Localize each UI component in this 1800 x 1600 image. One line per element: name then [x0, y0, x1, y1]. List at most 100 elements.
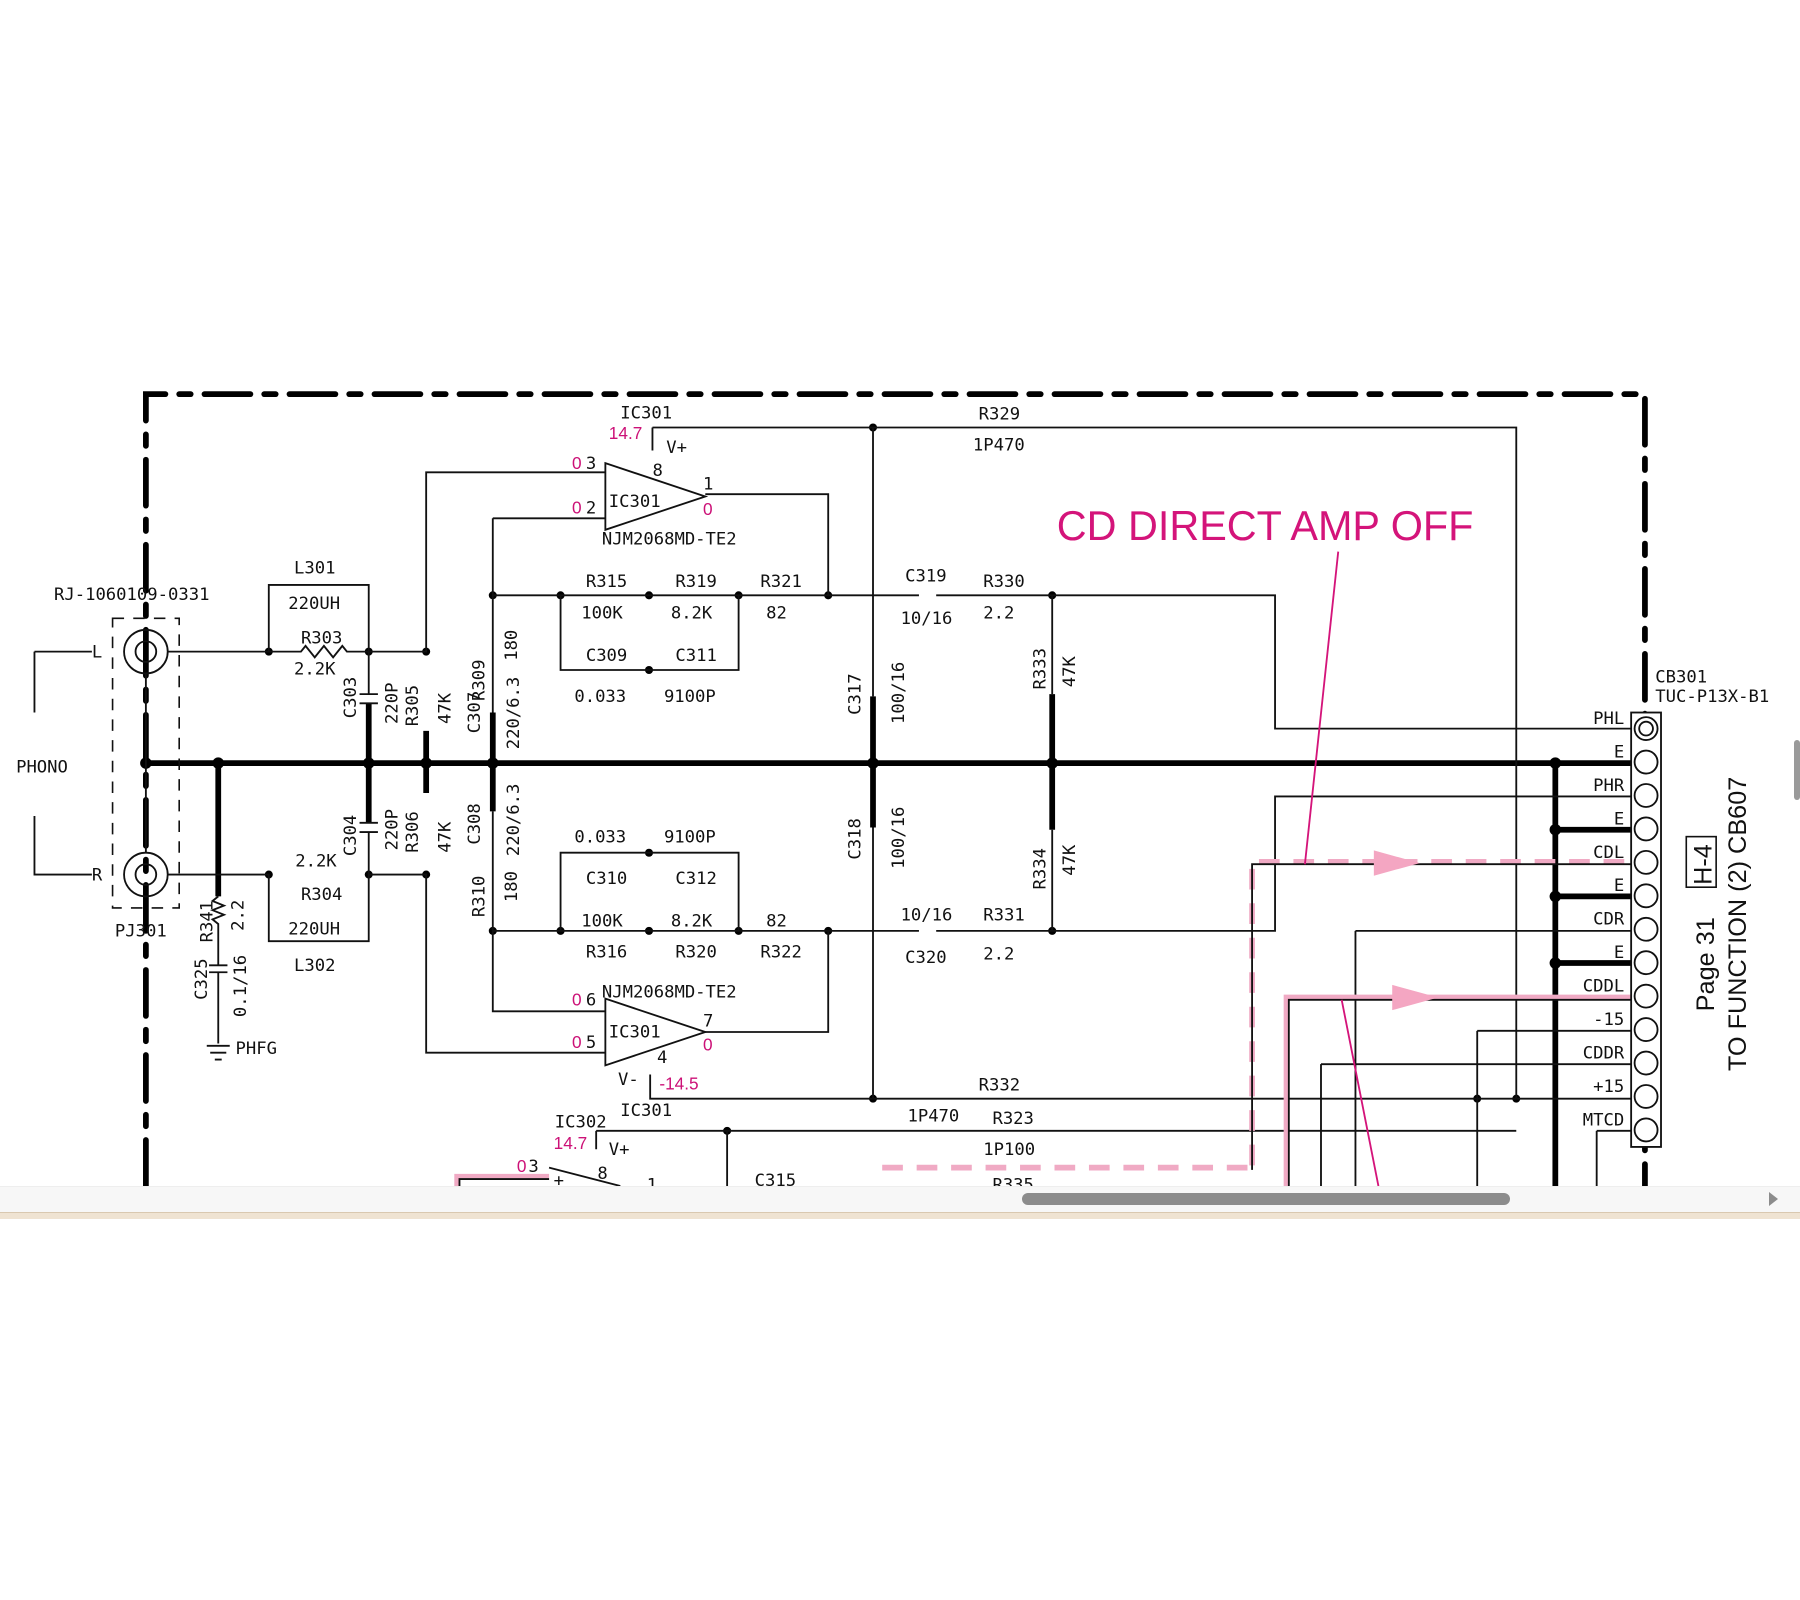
grid-ref: H-4 — [1690, 844, 1718, 885]
signal-arrows — [1373, 850, 1439, 1011]
connector-ref: CB301 — [1655, 668, 1707, 688]
r332-value: 1P470 — [907, 1107, 959, 1127]
opamp-top-supply-v: 14.7 — [609, 423, 643, 443]
c319-value: 10/16 — [901, 609, 953, 629]
c317-value: 100/16 — [889, 662, 909, 724]
ic302-vplus-label: V+ — [609, 1140, 630, 1160]
opamp-bottom-vout: 0 — [703, 1034, 713, 1054]
jack-part: RJ-1060109-0331 — [54, 585, 209, 605]
opamp-bottom-supply-ref: IC301 — [620, 1101, 672, 1121]
annotation-leader — [1304, 551, 1340, 865]
ic302-pin1: 1 — [647, 1176, 657, 1186]
r323-value: 1P100 — [983, 1140, 1035, 1160]
ic302-v3: 0 — [517, 1156, 527, 1176]
phono-label: PHONO — [16, 757, 68, 777]
r334-value: 47K — [1060, 844, 1080, 876]
opamp-bottom-part: NJM2068MD-TE2 — [602, 983, 737, 1003]
connector-pin-label: -15 — [1593, 1010, 1624, 1030]
l301-value: 220UH — [288, 594, 340, 614]
opamp-top-vplus-label: V+ — [666, 438, 687, 458]
r319-ref: R319 — [675, 572, 716, 592]
r322-ref: R322 — [760, 942, 801, 962]
ground-label: PHFG — [235, 1039, 276, 1059]
connector-pin: E — [1614, 742, 1659, 775]
r310-value: 180 — [502, 871, 522, 902]
grid-ref-box — [1685, 835, 1717, 889]
r315-ref: R315 — [586, 572, 627, 592]
pin-circle-icon — [1638, 720, 1654, 737]
pin-circle-icon — [1633, 816, 1659, 842]
l301-ref: L301 — [294, 558, 335, 578]
jack-r-label: R — [92, 865, 103, 885]
opamp-top-v2: 0 — [572, 498, 582, 518]
opamp-bottom-pin6: 6 — [586, 991, 596, 1011]
c310-ref: C310 — [586, 869, 627, 889]
c320-ref: C320 — [905, 948, 946, 968]
r303-value: 2.2K — [294, 660, 336, 680]
r341-value: 2.2 — [229, 900, 249, 931]
r321-value: 82 — [766, 603, 787, 623]
r316-ref: R316 — [586, 942, 627, 962]
r309-value: 180 — [502, 630, 522, 661]
r310-ref: R310 — [470, 876, 490, 917]
c309-ref: C309 — [586, 646, 627, 666]
ic302-supply-v: 14.7 — [554, 1133, 588, 1153]
opamp-bottom-pin4: 4 — [657, 1048, 667, 1068]
pin-circle-icon — [1633, 1050, 1659, 1076]
r303-ref: R303 — [301, 629, 342, 649]
c304-value: 220P — [382, 809, 402, 850]
r321-ref: R321 — [760, 572, 801, 592]
ic302-pin8: 8 — [597, 1164, 607, 1184]
pin-circle-icon — [1633, 916, 1659, 942]
r329-ref: R329 — [979, 404, 1020, 424]
horizontal-scrollbar-thumb[interactable] — [1022, 1193, 1510, 1205]
opamp-bottom-supply-v: -14.5 — [659, 1073, 698, 1093]
c318-ref: C318 — [845, 818, 865, 859]
vertical-scrollbar-thumb[interactable] — [1794, 740, 1800, 800]
opamp-top-v3: 0 — [572, 453, 582, 473]
jack-outline — [111, 617, 180, 909]
r304-ref: R304 — [301, 885, 342, 905]
viewer-bottom-border — [0, 1212, 1800, 1219]
opamp-top-pin3: 3 — [586, 454, 596, 474]
r332-ref: R332 — [979, 1076, 1020, 1096]
connector-pin-label: PHL — [1593, 709, 1624, 729]
c304-ref: C304 — [341, 815, 361, 856]
c311-value: 9100P — [664, 687, 716, 707]
r306-value: 47K — [435, 821, 455, 853]
opamp-bottom-icon — [604, 997, 709, 1067]
r304-value: 2.2K — [295, 852, 337, 872]
opamp-top-pin1: 1 — [703, 475, 713, 495]
c303-value: 220P — [382, 683, 402, 724]
c308-ref: C308 — [465, 803, 485, 844]
connector-part: TUC-P13X-B1 — [1655, 687, 1769, 707]
connector-pin-label: CDL — [1593, 843, 1624, 863]
opamp-bottom-ref: IC301 — [609, 1023, 661, 1043]
c303-ref: C303 — [341, 677, 361, 718]
connector-pin: CDDR — [1583, 1043, 1659, 1076]
scroll-right-arrow-icon[interactable] — [1769, 1192, 1778, 1206]
c309-value: 0.033 — [574, 687, 626, 707]
pin-circle-icon — [1633, 849, 1659, 875]
jack-l-label: L — [92, 642, 102, 662]
connector-pin-label: E — [1614, 876, 1624, 896]
c307-value: 220/6.3 — [504, 677, 524, 750]
horizontal-scrollbar[interactable] — [0, 1186, 1800, 1213]
connector-pin-label: E — [1614, 943, 1624, 963]
connector-pin: CDR — [1593, 910, 1659, 942]
r331-value: 2.2 — [983, 945, 1014, 965]
connector-pin: E — [1614, 876, 1659, 909]
opamp-bottom-v5: 0 — [572, 1032, 582, 1052]
r305-value: 47K — [435, 692, 455, 724]
board-outline — [143, 391, 1648, 1186]
r319-value: 8.2K — [671, 603, 713, 623]
r330-ref: R330 — [983, 572, 1024, 592]
page-ref: Page 31 — [1692, 917, 1720, 1011]
c318-value: 100/16 — [889, 807, 909, 869]
opamp-top-icon — [604, 461, 709, 532]
connector-pin: E — [1614, 943, 1659, 976]
c315-ref: C315 — [755, 1171, 796, 1186]
r329-value: 1P470 — [973, 435, 1025, 455]
